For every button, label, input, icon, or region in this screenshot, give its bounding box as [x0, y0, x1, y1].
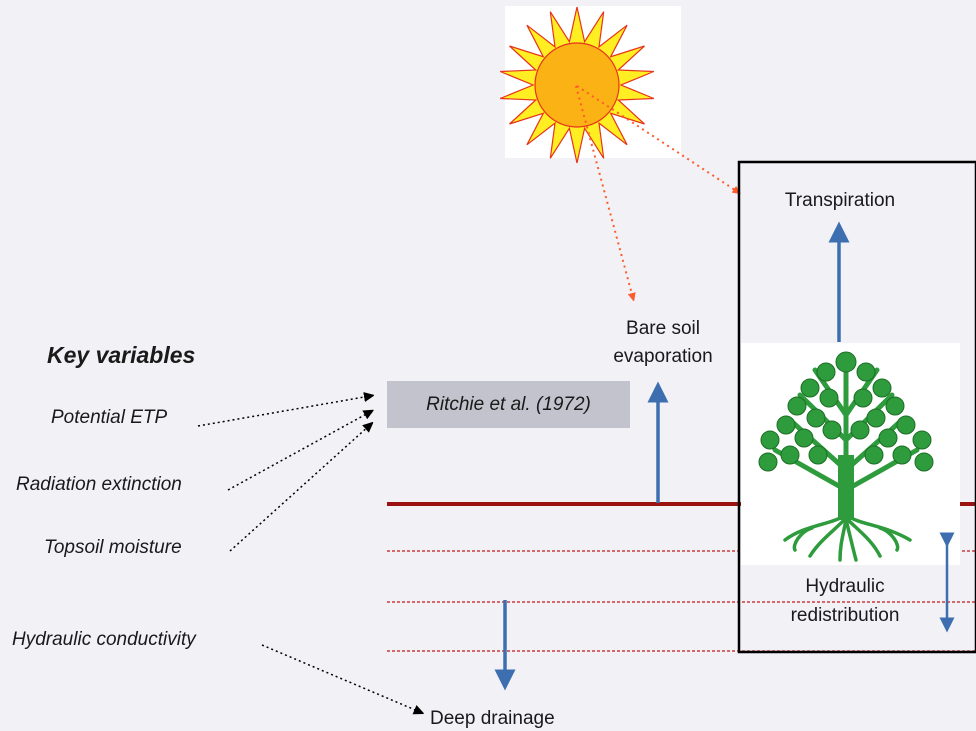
- tree-icon: [758, 351, 934, 562]
- connector-potential-etp: [197, 396, 370, 427]
- variable-hydraulic-conductivity: Hydraulic conductivity: [12, 629, 196, 650]
- deep-drainage-label: Deep drainage: [430, 708, 555, 729]
- connector-radiation-extinction: [227, 412, 370, 491]
- sun-ray-to-soil: [575, 85, 633, 298]
- variable-topsoil-moisture: Topsoil moisture: [44, 537, 182, 558]
- hydraulic-label-line1: Hydraulic: [805, 576, 885, 597]
- transpiration-label: Transpiration: [784, 190, 896, 211]
- connector-hydraulic-conductivity: [261, 644, 420, 712]
- citation-box: Ritchie et al. (1972): [387, 381, 630, 428]
- bare-soil-label-line2: evaporation: [613, 346, 713, 367]
- variable-potential-etp: Potential ETP: [51, 407, 168, 428]
- bare-soil-label-line1: Bare soil: [626, 318, 700, 339]
- variable-radiation-extinction: Radiation extinction: [16, 474, 182, 495]
- key-variables-heading: Key variables: [47, 342, 196, 368]
- hydraulic-label-line2: redistribution: [790, 605, 900, 626]
- plant-frame: [737, 160, 976, 654]
- sun-ray-to-canopy: [576, 85, 738, 192]
- sun-icon: [499, 6, 655, 164]
- connector-topsoil-moisture: [229, 425, 370, 552]
